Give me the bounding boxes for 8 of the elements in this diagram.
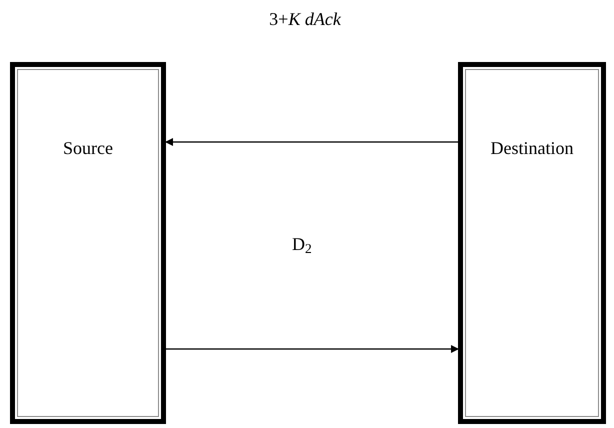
diagram-title: 3+K dAck — [268, 8, 342, 30]
box-label: Source — [63, 137, 113, 159]
entity-box — [10, 62, 166, 424]
channel-label: D$_{2}$ — [292, 233, 312, 255]
arrow — [165, 138, 458, 146]
entity-box — [458, 62, 606, 424]
arrow — [166, 345, 459, 353]
box-label: Destination — [490, 137, 574, 159]
